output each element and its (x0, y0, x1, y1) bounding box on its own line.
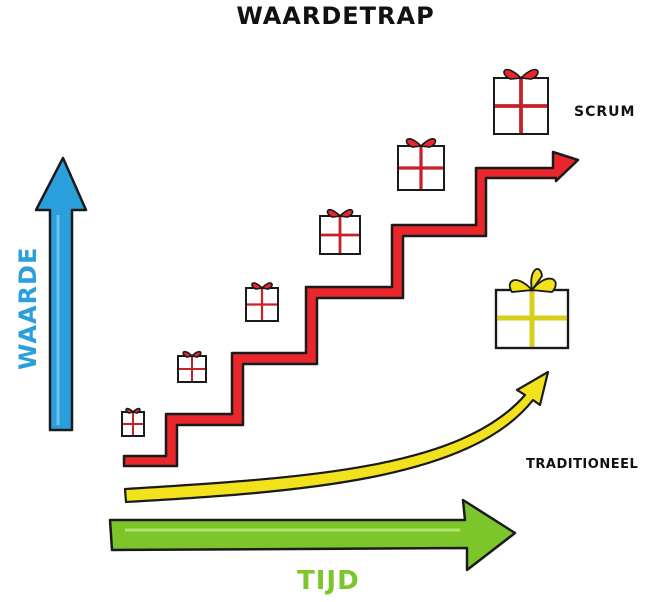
value-axis-arrow (36, 158, 86, 430)
time-axis-label: TIJD (297, 566, 360, 596)
scrum-gifts (122, 70, 548, 436)
value-axis-label: WAARDE (14, 250, 42, 370)
gift-icon (398, 139, 444, 190)
time-axis-arrow (110, 500, 515, 570)
gift-icon (178, 352, 206, 382)
gift-icon (494, 70, 548, 134)
gift-icon (122, 409, 144, 436)
gift-icon (320, 210, 360, 254)
traditional-label: TRADITIONEEL (526, 457, 638, 472)
gift-icon (246, 283, 278, 321)
traditional-gift (496, 269, 568, 348)
diagram-title: WAARDETRAP (0, 2, 671, 30)
scrum-label: SCRUM (574, 104, 635, 120)
traditional-arrow (125, 372, 548, 502)
